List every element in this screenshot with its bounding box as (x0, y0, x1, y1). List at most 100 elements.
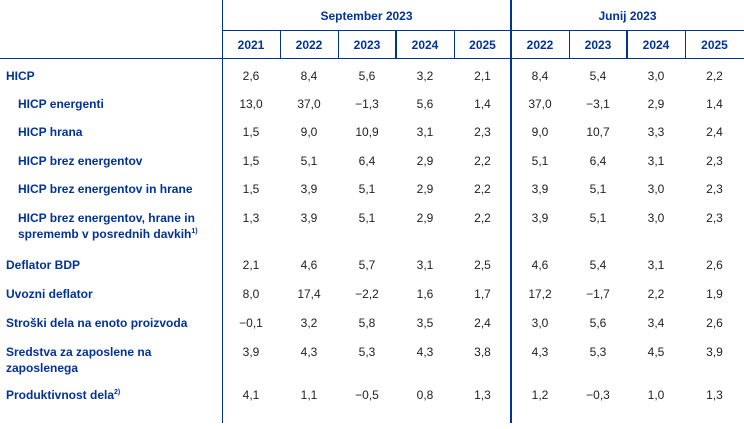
table-cell: 5,4 (589, 258, 607, 272)
table-cell: 4,6 (531, 258, 549, 272)
table-cell: 2,9 (416, 154, 434, 168)
footnote-marker: 1) (191, 228, 198, 235)
year-divider (395, 30, 397, 58)
header-bottom-divider (0, 58, 744, 59)
table-cell: 3,5 (416, 316, 434, 330)
table-cell: 2,1 (474, 69, 491, 83)
year-divider (626, 30, 628, 58)
year-header: 2025 (701, 38, 728, 52)
table-cell: 6,4 (589, 154, 607, 168)
table-cell: 5,1 (589, 182, 607, 196)
row-label: HICP (6, 68, 218, 84)
table-cell: 2,3 (706, 154, 723, 168)
row-label: HICP energenti (18, 96, 218, 112)
table-cell: 5,6 (589, 316, 607, 330)
table-cell: 3,1 (647, 154, 665, 168)
table-cell: 4,1 (242, 388, 260, 402)
row-label: Sredstva za zaposlene na zaposlenega (6, 344, 218, 376)
table-cell: 1,6 (416, 287, 434, 301)
table-cell: 2,6 (242, 69, 260, 83)
table-cell: 1,5 (242, 182, 260, 196)
row-label-text: HICP brez energentov, hrane in sprememb … (18, 211, 195, 241)
row-label-text: Deflator BDP (6, 258, 81, 272)
table-cell: 1,7 (474, 287, 491, 301)
year-header: 2022 (526, 38, 554, 52)
table-cell: 4,3 (416, 345, 434, 359)
group-header-junij-2023: Junij 2023 (598, 9, 657, 23)
table-cell: 8,0 (242, 287, 260, 301)
table-cell: 2,9 (647, 97, 665, 111)
table-cell: 4,3 (300, 345, 318, 359)
table-cell: 1,5 (242, 125, 260, 139)
year-divider (454, 30, 455, 58)
table-cell: 2,3 (706, 182, 723, 196)
table-cell: 5,1 (300, 154, 318, 168)
table-cell: 13,0 (239, 97, 263, 111)
table-cell: 5,7 (358, 258, 376, 272)
table-cell: 1,5 (242, 154, 260, 168)
year-header: 2022 (295, 38, 323, 52)
table-cell: 1,0 (647, 388, 665, 402)
year-divider (338, 30, 339, 58)
table-cell: 3,9 (531, 182, 549, 196)
row-label: HICP brez energentov, hrane in sprememb … (18, 210, 218, 242)
row-label: Produktivnost dela2) (6, 387, 218, 403)
table-cell: 3,2 (416, 69, 434, 83)
table-cell: 1,3 (706, 388, 723, 402)
row-label-text: Produktivnost dela (6, 388, 115, 402)
table-cell: 4,5 (647, 345, 665, 359)
table-cell: 3,0 (647, 211, 665, 225)
row-label-text: Sredstva za zaposlene na zaposlenega (6, 345, 152, 375)
table-cell: 3,4 (647, 316, 665, 330)
table-cell: 3,2 (300, 316, 318, 330)
table-cell: 9,0 (300, 125, 318, 139)
table-cell: 5,8 (358, 316, 376, 330)
row-label-text: Stroški dela na enoto proizvoda (6, 316, 188, 330)
table-cell: 2,2 (474, 154, 491, 168)
table-cell: 9,0 (531, 125, 549, 139)
table-cell: 2,3 (474, 125, 491, 139)
table-cell: 1,4 (474, 97, 491, 111)
year-divider (685, 30, 686, 58)
row-label: Deflator BDP (6, 257, 218, 273)
table-cell: −0,5 (355, 388, 379, 402)
table-cell: 2,4 (474, 316, 491, 330)
row-label: Stroški dela na enoto proizvoda (6, 315, 218, 331)
table-cell: 2,3 (706, 211, 723, 225)
row-label: HICP hrana (18, 124, 218, 140)
table-cell: −0,3 (586, 388, 610, 402)
year-header: 2024 (411, 38, 439, 52)
table-cell: 2,1 (242, 258, 260, 272)
table-cell: 17,4 (297, 287, 321, 301)
table-cell: 6,4 (358, 154, 376, 168)
table-cell: 5,3 (358, 345, 376, 359)
table-cell: 5,4 (589, 69, 607, 83)
table-cell: 3,1 (416, 258, 434, 272)
row-label: Uvozni deflator (6, 286, 218, 302)
row-label-text: HICP brez energentov in hrane (18, 182, 193, 196)
table-cell: 17,2 (528, 287, 552, 301)
table-cell: 2,2 (647, 287, 665, 301)
table-cell: 3,3 (647, 125, 665, 139)
table-cell: 10,9 (355, 125, 379, 139)
table-cell: 5,1 (358, 211, 376, 225)
table-cell: 3,1 (416, 125, 434, 139)
year-divider (569, 30, 570, 58)
table-cell: −2,2 (355, 287, 379, 301)
table-cell: 1,2 (531, 388, 549, 402)
table-cell: 4,6 (300, 258, 318, 272)
table-cell: 3,0 (647, 69, 665, 83)
table-cell: 37,0 (297, 97, 321, 111)
table-cell: −0,1 (239, 316, 263, 330)
year-header: 2021 (237, 38, 265, 52)
table-cell: 2,5 (474, 258, 491, 272)
table-cell: 8,4 (300, 69, 318, 83)
table-cell: 5,1 (531, 154, 549, 168)
row-label: HICP brez energentov in hrane (18, 181, 218, 197)
table-cell: 3,8 (474, 345, 491, 359)
table-cell: 3,1 (647, 258, 665, 272)
year-header: 2023 (584, 38, 612, 52)
table-cell: 3,0 (531, 316, 549, 330)
group-divider (510, 0, 512, 423)
